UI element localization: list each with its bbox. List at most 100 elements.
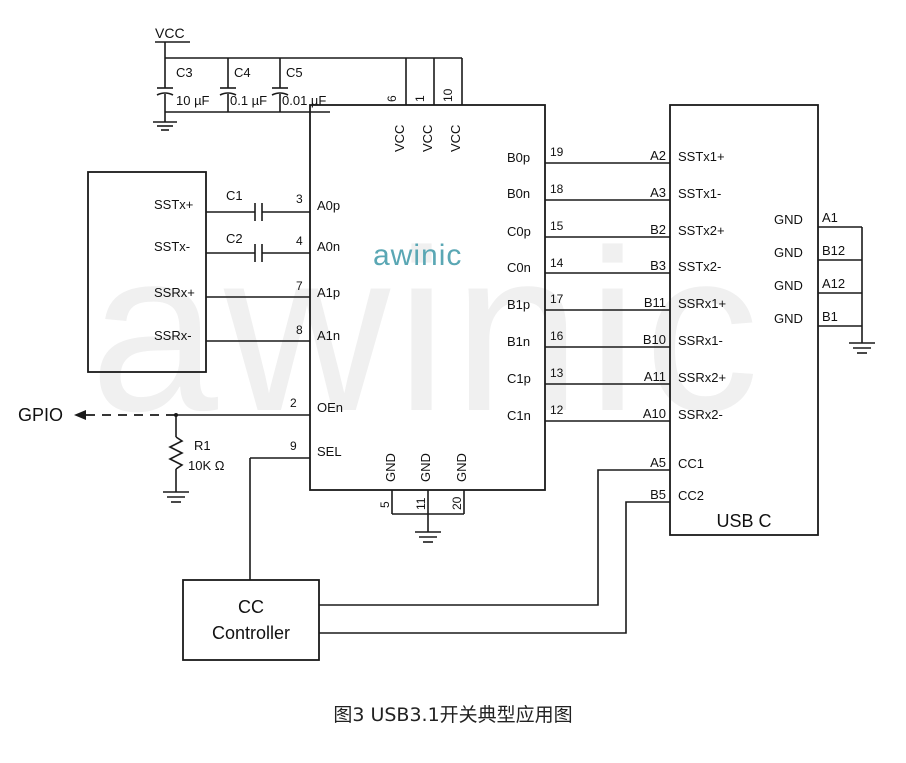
chip-left-pins: A0p A0n A1p A1n OEn SEL 3 4 7 8 2 9 — [290, 192, 343, 459]
svg-text:SSRx1+: SSRx1+ — [678, 296, 726, 311]
svg-text:C1n: C1n — [507, 408, 531, 423]
c4-ref: C4 — [234, 65, 251, 80]
r1-ref: R1 — [194, 438, 211, 453]
pin6-name: VCC — [392, 125, 407, 152]
svg-text:B1: B1 — [822, 309, 838, 324]
svg-text:A3: A3 — [650, 185, 666, 200]
svg-text:CC1: CC1 — [678, 456, 704, 471]
host-box — [87, 171, 207, 373]
svg-text:16: 16 — [550, 329, 564, 343]
svg-text:A1n: A1n — [317, 328, 340, 343]
svg-text:B2: B2 — [650, 222, 666, 237]
cc2-wire — [319, 501, 670, 634]
svg-text:GND: GND — [774, 212, 803, 227]
host-ssrx-p: SSRx+ — [154, 285, 195, 300]
chip-ground-symbol — [415, 531, 441, 543]
svg-text:B1n: B1n — [507, 334, 530, 349]
usbc-connector — [669, 104, 819, 536]
cap-c3: C3 10 µF — [153, 58, 210, 131]
svg-text:B1p: B1p — [507, 297, 530, 312]
cap-c5: C5 0.01 µF — [271, 58, 326, 112]
svg-text:SSRx2-: SSRx2- — [678, 407, 723, 422]
pin5-num: 5 — [378, 501, 392, 508]
svg-text:A0n: A0n — [317, 239, 340, 254]
svg-text:14: 14 — [550, 256, 564, 270]
pin20-num: 20 — [450, 496, 464, 510]
pin10-num: 10 — [441, 88, 455, 102]
svg-text:SSRx1-: SSRx1- — [678, 333, 723, 348]
cc1-wire — [319, 469, 670, 606]
pin11-name: GND — [418, 453, 433, 482]
host-sstx-p: SSTx+ — [154, 197, 193, 212]
svg-text:A1: A1 — [822, 210, 838, 225]
usb-signal-wires — [545, 162, 670, 422]
svg-text:SSRx2+: SSRx2+ — [678, 370, 726, 385]
svg-text:3: 3 — [296, 192, 303, 206]
svg-text:A12: A12 — [822, 276, 845, 291]
svg-text:C1p: C1p — [507, 371, 531, 386]
usbc-title: USB C — [716, 511, 771, 531]
brand-watermark: awinic — [90, 202, 765, 459]
svg-text:B0p: B0p — [507, 150, 530, 165]
svg-text:B0n: B0n — [507, 186, 530, 201]
svg-text:SSTx2-: SSTx2- — [678, 259, 721, 274]
cap-c1: C1 — [206, 188, 310, 221]
c3-value: 10 µF — [176, 93, 210, 108]
svg-text:4: 4 — [296, 234, 303, 248]
cap-c2: C2 — [206, 231, 310, 262]
cc-controller-box — [182, 579, 320, 661]
cap-c4: C4 0.1 µF — [219, 58, 267, 112]
cc-controller-line2: Controller — [212, 623, 290, 643]
svg-text:B5: B5 — [650, 487, 666, 502]
svg-text:B10: B10 — [643, 332, 666, 347]
cc-controller-line1: CC — [238, 597, 264, 617]
svg-text:GND: GND — [774, 278, 803, 293]
c2-ref: C2 — [226, 231, 243, 246]
gpio-arrow-icon — [74, 410, 86, 420]
chip-brand-logo: awinic — [373, 239, 462, 272]
svg-text:12: 12 — [550, 403, 564, 417]
svg-text:SEL: SEL — [317, 444, 342, 459]
svg-text:SSTx2+: SSTx2+ — [678, 223, 725, 238]
svg-text:A5: A5 — [650, 455, 666, 470]
svg-text:A11: A11 — [644, 369, 666, 384]
svg-text:GND: GND — [774, 311, 803, 326]
svg-text:B11: B11 — [644, 295, 666, 310]
usbc-gnd-pins: GND GND GND GND A1 B12 A12 B1 — [774, 210, 875, 354]
pin5-name: GND — [383, 453, 398, 482]
svg-text:C0n: C0n — [507, 260, 531, 275]
c4-value: 0.1 µF — [230, 93, 267, 108]
host-ssrx-n: SSRx- — [154, 328, 192, 343]
gpio-label: GPIO — [18, 405, 63, 425]
svg-text:A0p: A0p — [317, 198, 340, 213]
r1-value: 10K Ω — [188, 458, 225, 473]
pin1-name: VCC — [420, 125, 435, 152]
svg-text:A1p: A1p — [317, 285, 340, 300]
svg-text:GND: GND — [774, 245, 803, 260]
resistor-r1: R1 10K Ω — [163, 415, 225, 503]
svg-text:B3: B3 — [650, 258, 666, 273]
chip-right-pins: B0p B0n C0p C0n B1p B1n C1p C1n 19 18 15… — [507, 145, 564, 423]
vcc-label: VCC — [155, 25, 185, 41]
svg-text:19: 19 — [550, 145, 564, 159]
svg-text:15: 15 — [550, 219, 564, 233]
svg-text:C0p: C0p — [507, 224, 531, 239]
c3-ref: C3 — [176, 65, 193, 80]
c5-ref: C5 — [286, 65, 303, 80]
svg-text:17: 17 — [550, 292, 564, 306]
svg-text:B12: B12 — [822, 243, 845, 258]
svg-text:8: 8 — [296, 323, 303, 337]
usbc-pin-numbers: A2 A3 B2 B3 B11 B10 A11 A10 A5 B5 — [643, 148, 666, 502]
pin1-num: 1 — [413, 95, 427, 102]
pin6-num: 6 — [385, 95, 399, 102]
svg-text:9: 9 — [290, 439, 297, 453]
pin11-num: 11 — [414, 497, 428, 510]
svg-text:2: 2 — [290, 396, 297, 410]
svg-text:OEn: OEn — [317, 400, 343, 415]
svg-text:13: 13 — [550, 366, 564, 380]
svg-text:CC2: CC2 — [678, 488, 704, 503]
usbc-pin-names: SSTx1+ SSTx1- SSTx2+ SSTx2- SSRx1+ SSRx1… — [678, 149, 726, 503]
host-sstx-n: SSTx- — [154, 239, 190, 254]
svg-text:18: 18 — [550, 182, 564, 196]
